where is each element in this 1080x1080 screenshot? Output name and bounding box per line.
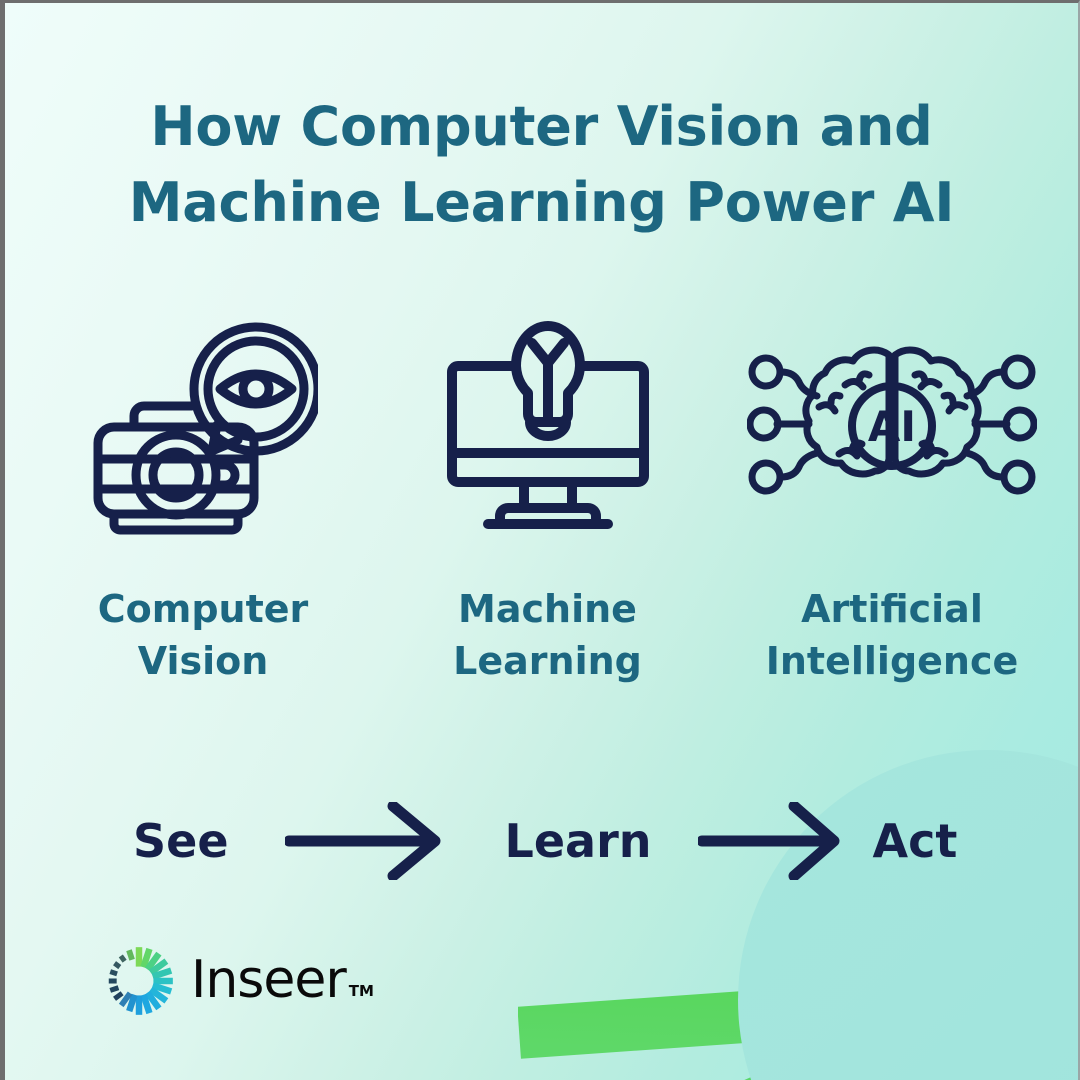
- flow-sequence: See Learn Act: [133, 802, 958, 880]
- trademark-symbol: TM: [348, 981, 374, 1000]
- column-label-artificial-intelligence: Artificial Intelligence: [765, 587, 1019, 684]
- ai-brain-network-icon: AI: [747, 303, 1037, 553]
- camera-eye-icon: [88, 303, 318, 553]
- svg-text:AI: AI: [868, 402, 916, 451]
- column-label-computer-vision: Computer Vision: [97, 587, 309, 684]
- brand-logo: Inseer TM: [103, 945, 374, 1017]
- flow-step-learn: Learn: [504, 814, 652, 868]
- flow-step-see: See: [133, 814, 229, 868]
- arrow-right-icon-2: [697, 802, 843, 880]
- brand-name: Inseer: [191, 950, 347, 1011]
- arrow-right-icon: [284, 802, 445, 880]
- flow-step-act: Act: [872, 814, 958, 868]
- column-machine-learning: Machine Learning: [398, 303, 698, 688]
- column-computer-vision: Computer Vision: [53, 303, 353, 688]
- inseer-radial-burst-logo-mark: [103, 945, 175, 1017]
- quarter-circle-disc: [738, 750, 1078, 1080]
- column-label-machine-learning: Machine Learning: [453, 587, 642, 684]
- brand-wordmark: Inseer TM: [191, 950, 374, 1011]
- monitor-lightbulb-icon: [438, 303, 658, 553]
- page-title: How Computer Vision and Machine Learning…: [128, 95, 955, 234]
- concept-columns: Computer Vision: [53, 303, 1042, 688]
- column-artificial-intelligence: AI Artificial Intelligence: [742, 303, 1042, 688]
